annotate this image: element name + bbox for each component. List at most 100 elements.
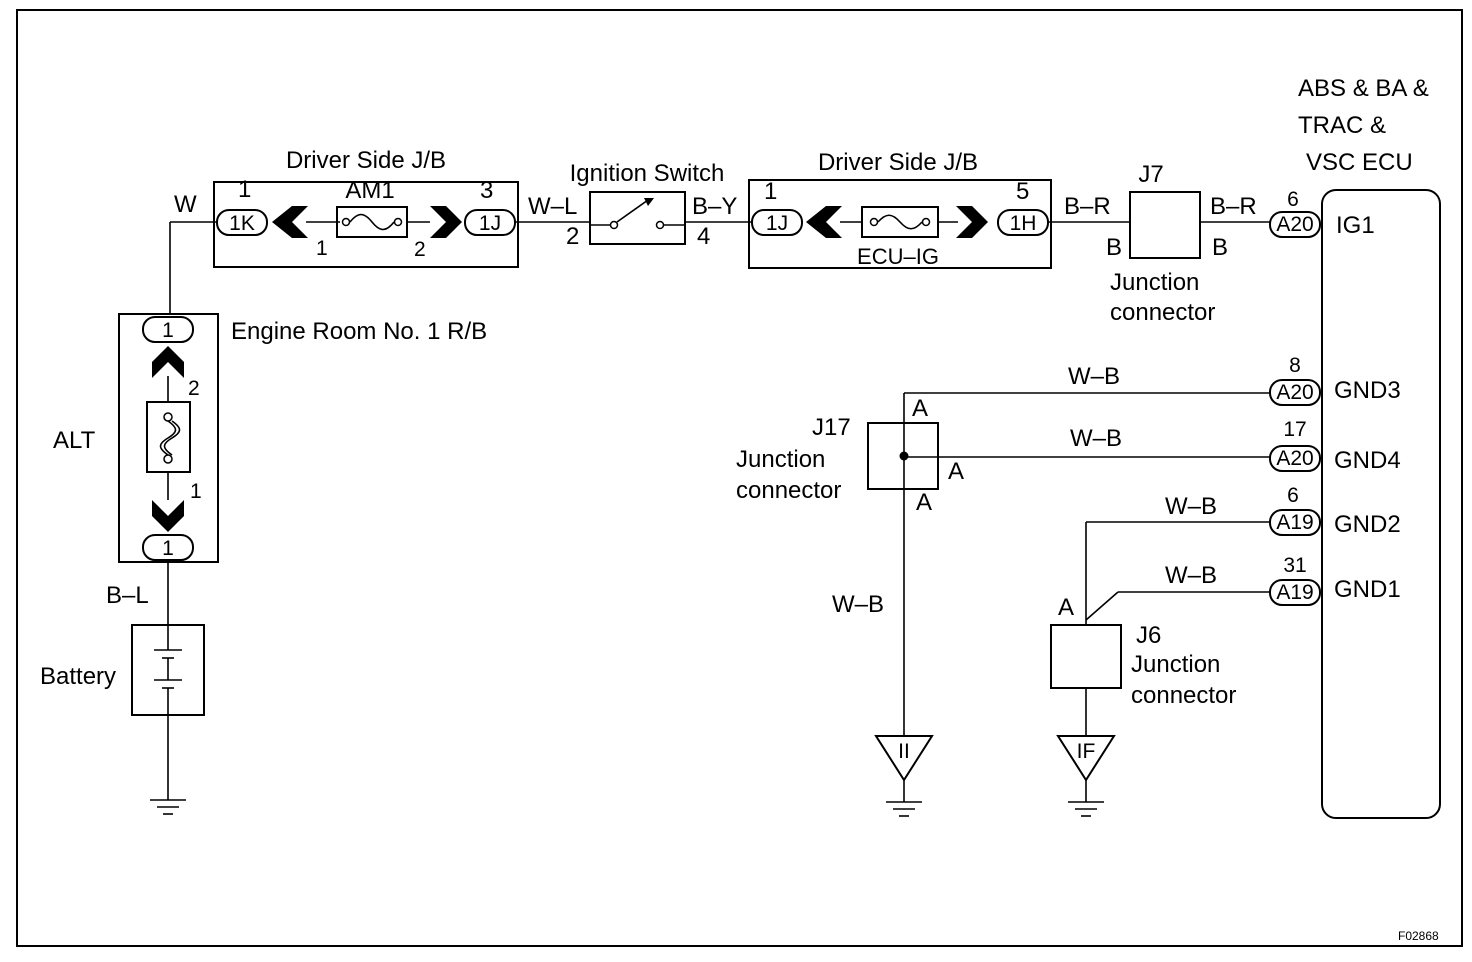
fuse-element-icon: [877, 214, 923, 230]
ignition-switch-box: [589, 191, 686, 245]
fuse-terminal-icon: [921, 217, 931, 227]
ecu-conn-gnd4: A20: [1276, 447, 1313, 470]
ecu-title-line2: TRAC &: [1298, 112, 1386, 139]
ecu-conn-gnd2: A19: [1276, 511, 1313, 534]
engine-rb-connector-top: [142, 316, 194, 343]
fuse-alt-label: ALT: [53, 427, 96, 454]
ecu-pin-name-gnd1: GND1: [1334, 576, 1401, 603]
ecu-connector-pill: [1269, 445, 1321, 472]
driver-jb-left: Driver Side J/B 1 1K 1 AM1 2 3 1J: [213, 147, 519, 268]
fuse-terminal-icon: [393, 217, 403, 227]
ecu-pin-gnd3: 8: [1289, 354, 1301, 377]
fuse-terminal-icon: [869, 217, 879, 227]
driver-jb-right-pin-in: 1: [764, 178, 777, 205]
j17-pin-right: A: [948, 458, 964, 485]
ecu-conn-gnd1: A19: [1276, 581, 1313, 604]
engine-rb-conn-top: 1: [162, 319, 174, 342]
ecu-pin-name-gnd2: GND2: [1334, 511, 1401, 538]
ignition-in-pin: 2: [566, 223, 579, 250]
j17-pin-top: A: [912, 395, 928, 422]
j7-out-wire: B–R: [1210, 193, 1257, 220]
ground-point-icon: [1056, 735, 1116, 782]
battery: Battery: [40, 624, 205, 716]
j7-right-pin: B: [1212, 234, 1228, 261]
driver-jb-left-pin-in: 1: [238, 176, 251, 203]
ignition-switch: W–L 2 Ignition Switch B–Y 4: [515, 160, 752, 250]
j7-connector: B–R J7 B–R B B Junction connector: [1048, 161, 1270, 326]
engine-room-rb: Engine Room No. 1 R/B 1 2 ALT 1 1: [53, 313, 487, 563]
engine-rb-conn-bottom: 1: [162, 537, 174, 560]
ecu-conn-gnd3: A20: [1276, 381, 1313, 404]
switch-contact-icon: [609, 220, 619, 230]
j17-connector: W–B A W–B A A J17 Junction connector W–B: [736, 363, 1270, 735]
driver-jb-left-box: [213, 181, 519, 268]
driver-jb-right: Driver Side J/B 1 1J ECU–IG 5 1H: [748, 149, 1052, 269]
wire-gnd3-label: W–B: [1068, 363, 1120, 390]
j7-label-line1: Junction: [1110, 269, 1199, 296]
ground-if-label: IF: [1077, 740, 1096, 763]
j6-name: J6: [1136, 622, 1161, 649]
j6-pin-top: A: [1058, 594, 1074, 621]
wire-gnd1-diagonal: [1085, 591, 1119, 621]
figure-code: F02868: [1398, 929, 1439, 943]
j7-in-wire: B–R: [1064, 193, 1111, 220]
wire-bl-label: B–L: [106, 582, 149, 609]
ignition-title: Ignition Switch: [570, 160, 725, 187]
driver-jb-right-conn-out: 1H: [1010, 212, 1037, 235]
j17-label-line1: Junction: [736, 446, 825, 473]
driver-jb-left-arrow-pin-2: 2: [414, 238, 426, 261]
battery-label: Battery: [40, 663, 116, 690]
fuse-element-icon: [349, 213, 395, 231]
engine-rb-title: Engine Room No. 1 R/B: [231, 318, 487, 345]
ignition-out-pin: 4: [697, 223, 710, 250]
ecu-connector-pill: [1269, 211, 1321, 238]
j7-name: J7: [1138, 161, 1163, 188]
driver-jb-right-pin-out: 5: [1016, 178, 1029, 205]
switch-blade-icon: [616, 199, 649, 223]
wire-gnd2-label: W–B: [1165, 493, 1217, 520]
driver-jb-left-arrow-pin-1: 1: [316, 237, 328, 260]
j6-label-line1: Junction: [1131, 651, 1220, 678]
j7-label-line2: connector: [1110, 299, 1215, 326]
ecu-pin-gnd1: 31: [1283, 554, 1306, 577]
ecu-conn-ig1: A20: [1276, 213, 1313, 236]
driver-jb-right-box: [748, 179, 1052, 269]
connector-pill-1j-right: [751, 209, 803, 236]
driver-jb-right-conn-in: 1J: [766, 212, 788, 235]
ground-ii: II: [874, 735, 934, 817]
engine-rb-arrow-pin-bottom: 1: [190, 480, 202, 503]
fuse-ecu-ig-label: ECU–IG: [857, 244, 939, 269]
ground-icon: [150, 799, 186, 815]
arrow-left-icon: [272, 206, 308, 238]
wire-w-label: W: [174, 191, 197, 218]
ignition-in-wire: W–L: [528, 193, 577, 220]
switch-tip-icon: [644, 198, 654, 206]
j6-label-line2: connector: [1131, 682, 1236, 709]
fuse-terminal-icon: [163, 454, 173, 464]
ecu-block: ABS & BA & TRAC & VSC ECU A20 6 IG1 A20 …: [1269, 75, 1441, 819]
ecu-box: [1321, 189, 1441, 819]
j17-ground-wire: W–B: [832, 591, 884, 618]
driver-jb-left-conn-out: 1J: [479, 212, 501, 235]
arrow-up-icon: [152, 346, 184, 378]
ecu-title-line3: VSC ECU: [1306, 149, 1413, 176]
ecu-pin-gnd2: 6: [1287, 484, 1299, 507]
j17-label-line2: connector: [736, 477, 841, 504]
engine-rb-arrow-pin-top: 2: [188, 377, 200, 400]
arrow-right-icon: [430, 206, 462, 238]
fuse-terminal-icon: [341, 217, 351, 227]
driver-jb-left-pin-out: 3: [480, 177, 493, 204]
fuse-am1-label: AM1: [345, 177, 394, 204]
driver-jb-right-title: Driver Side J/B: [818, 149, 978, 176]
ground-if: IF: [1056, 735, 1116, 817]
ignition-out-wire: B–Y: [692, 193, 737, 220]
ground-ii-label: II: [898, 740, 910, 763]
wire-gnd1-label: W–B: [1165, 562, 1217, 589]
ecu-pin-name-gnd3: GND3: [1334, 377, 1401, 404]
fuse-terminal-icon: [163, 412, 173, 422]
j7-box: [1129, 191, 1201, 259]
ground-point-icon: [874, 735, 934, 782]
ecu-title-line1: ABS & BA &: [1298, 75, 1429, 102]
j7-left-pin: B: [1106, 234, 1122, 261]
driver-jb-left-conn-in: 1K: [229, 212, 255, 235]
